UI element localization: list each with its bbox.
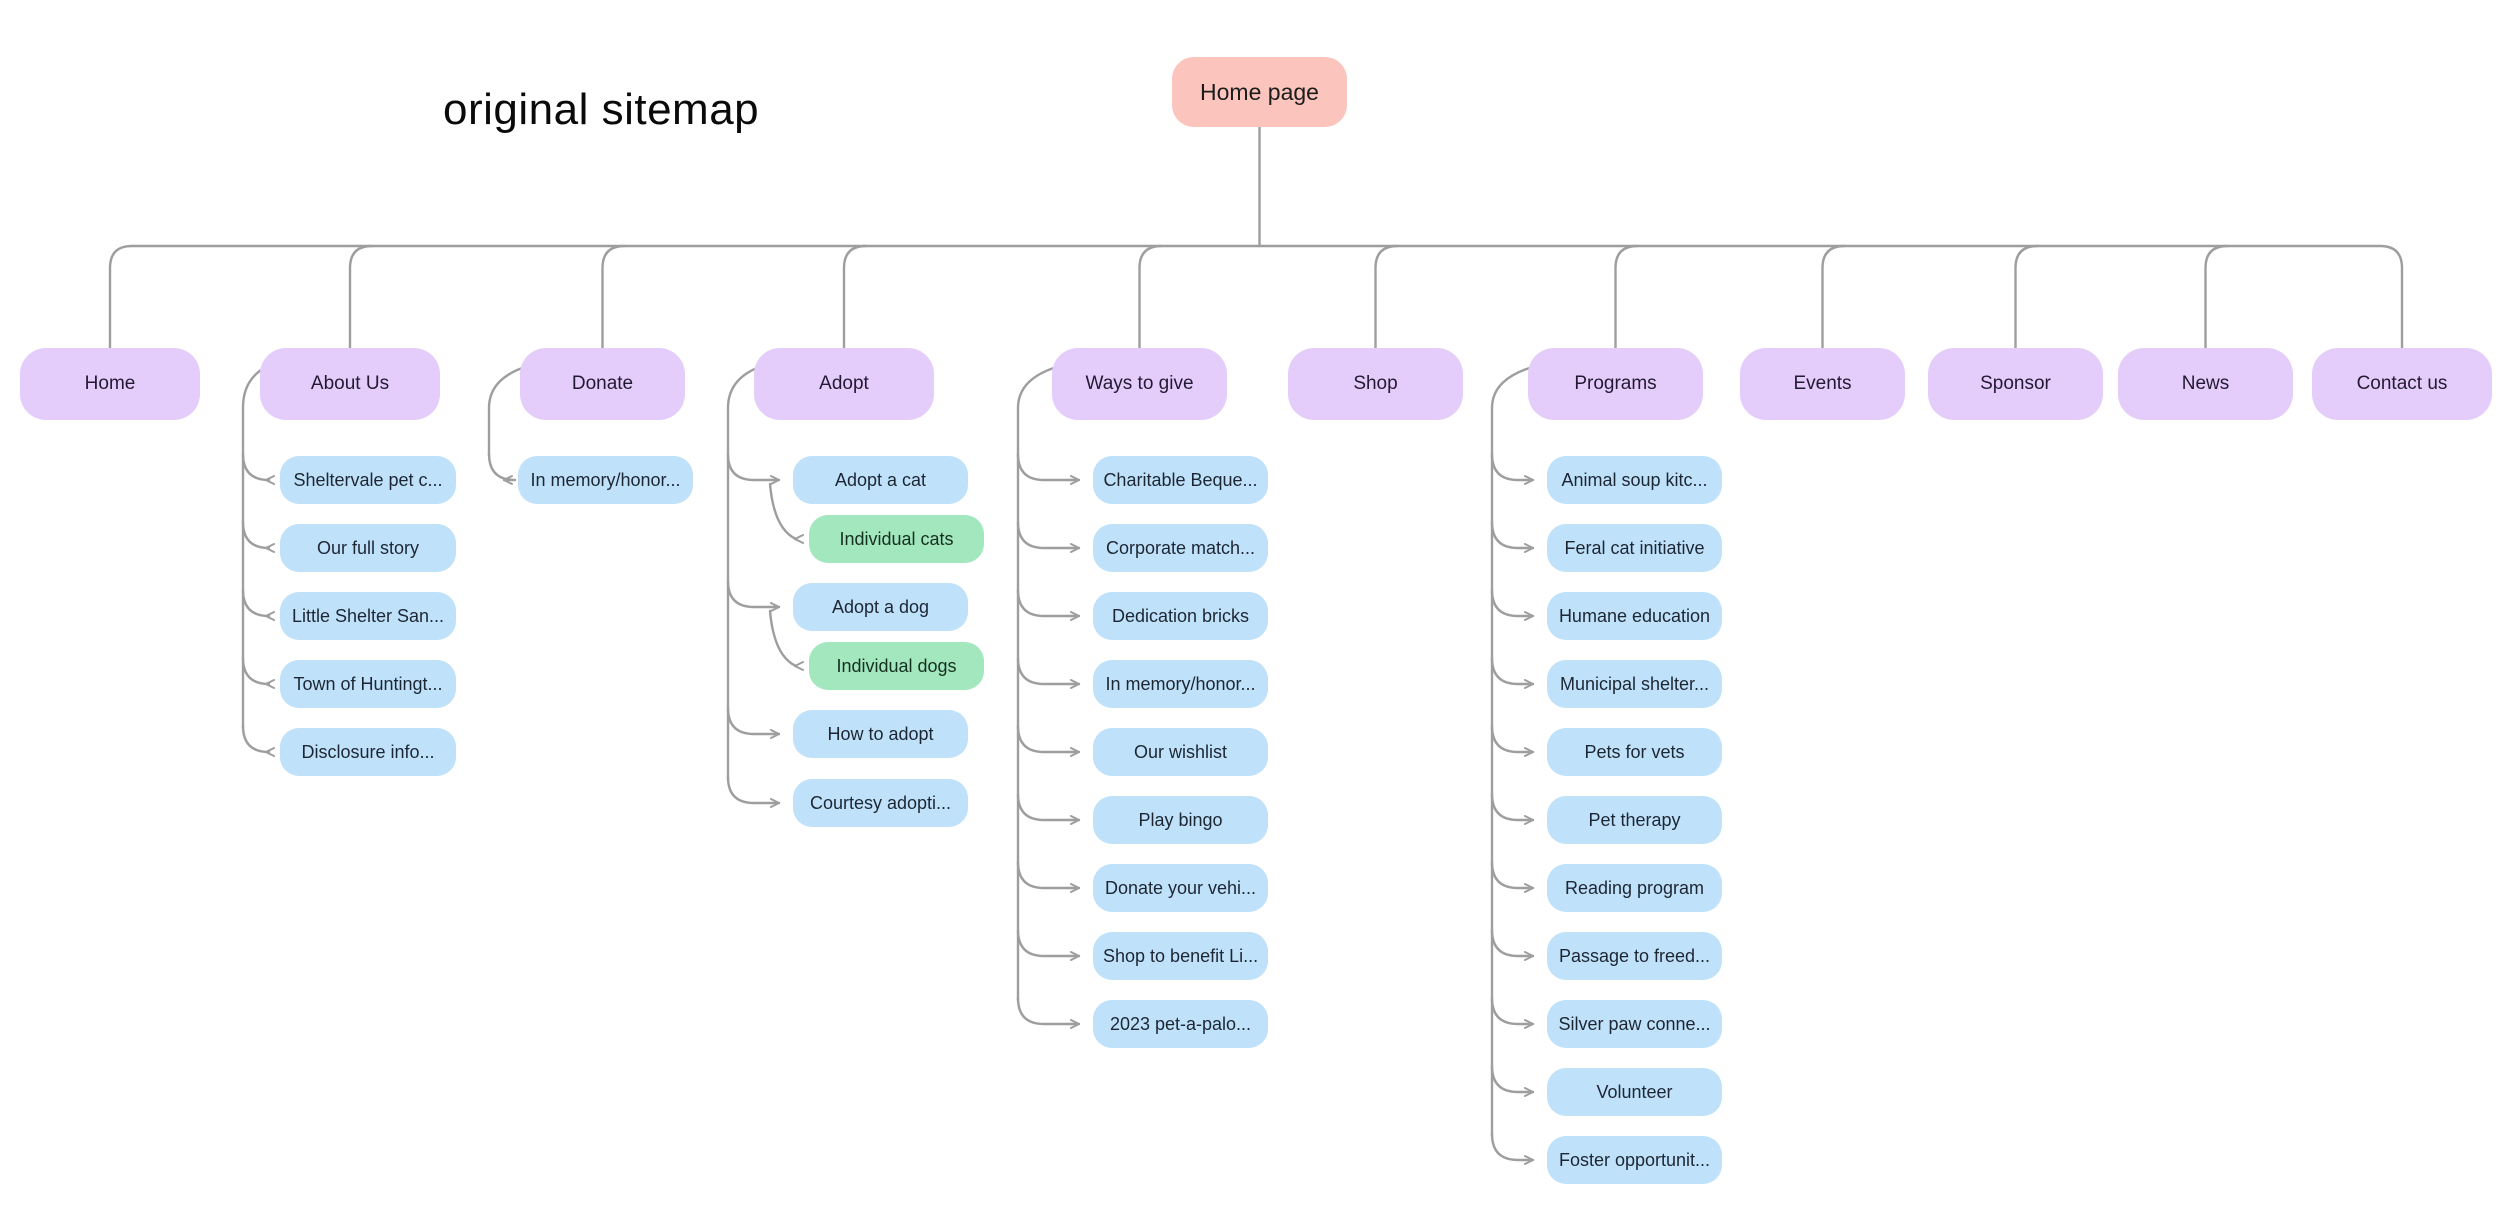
top-node-contact-us[interactable]: Contact us: [2312, 348, 2492, 420]
node-label: Home: [84, 373, 136, 395]
node-label: Silver paw conne...: [1558, 1013, 1711, 1034]
top-node-events[interactable]: Events: [1740, 348, 1905, 420]
node-label: Our full story: [316, 537, 420, 558]
node-label: Individual dogs: [836, 655, 957, 676]
node-label: Adopt a dog: [831, 596, 930, 617]
node-label: Events: [1793, 373, 1852, 395]
child-node-pet-therapy[interactable]: Pet therapy: [1547, 796, 1722, 844]
node-label: Charitable Beque...: [1103, 469, 1258, 490]
node-label: Donate your vehi...: [1104, 877, 1257, 898]
child-node-our-full-story[interactable]: Our full story: [280, 524, 456, 572]
node-label: Volunteer: [1596, 1081, 1673, 1102]
node-label: Sponsor: [1980, 373, 2051, 395]
node-label: Individual cats: [839, 528, 954, 549]
child-node-disclosure-info[interactable]: Disclosure info...: [280, 728, 456, 776]
node-label: Pet therapy: [1588, 809, 1681, 830]
node-label: Shop to benefit Li...: [1103, 945, 1259, 966]
child-node-individual-cats[interactable]: Individual cats: [809, 515, 984, 563]
child-node-little-shelter-san[interactable]: Little Shelter San...: [280, 592, 456, 640]
top-node-sponsor[interactable]: Sponsor: [1928, 348, 2103, 420]
child-node-municipal-shelter[interactable]: Municipal shelter...: [1547, 660, 1722, 708]
child-node-silver-paw-conne[interactable]: Silver paw conne...: [1547, 1000, 1722, 1048]
node-label: Pets for vets: [1584, 741, 1685, 762]
child-node-animal-soup-kitc[interactable]: Animal soup kitc...: [1547, 456, 1722, 504]
node-label: Our wishlist: [1133, 741, 1227, 762]
child-node-individual-dogs[interactable]: Individual dogs: [809, 642, 984, 690]
node-label: How to adopt: [827, 723, 934, 744]
child-node-corporate-match[interactable]: Corporate match...: [1093, 524, 1268, 572]
node-label: Foster opportunit...: [1558, 1149, 1711, 1170]
node-label: Adopt: [819, 373, 869, 395]
node-label: Municipal shelter...: [1559, 673, 1710, 694]
child-node-courtesy-adopti[interactable]: Courtesy adopti...: [793, 779, 968, 827]
child-node-town-of-huntingt[interactable]: Town of Huntingt...: [280, 660, 456, 708]
child-node-volunteer[interactable]: Volunteer: [1547, 1068, 1722, 1116]
root-node-home-page[interactable]: Home page: [1172, 57, 1347, 127]
node-label: Animal soup kitc...: [1561, 469, 1708, 490]
node-label: Corporate match...: [1105, 537, 1256, 558]
child-node-donate-your-vehi[interactable]: Donate your vehi...: [1093, 864, 1268, 912]
node-label: Feral cat initiative: [1564, 537, 1705, 558]
top-node-ways-to-give[interactable]: Ways to give: [1052, 348, 1227, 420]
top-node-about-us[interactable]: About Us: [260, 348, 440, 420]
child-node-humane-education[interactable]: Humane education: [1547, 592, 1722, 640]
top-node-news[interactable]: News: [2118, 348, 2293, 420]
node-label: In memory/honor...: [530, 469, 681, 490]
child-node-in-memory-honor[interactable]: In memory/honor...: [518, 456, 693, 504]
node-label: Little Shelter San...: [291, 605, 445, 626]
child-node-adopt-a-cat[interactable]: Adopt a cat: [793, 456, 968, 504]
node-label: Home page: [1200, 78, 1319, 105]
node-label: Contact us: [2356, 373, 2448, 395]
node-label: Reading program: [1564, 877, 1705, 898]
node-label: Adopt a cat: [834, 469, 927, 490]
node-label: In memory/honor...: [1105, 673, 1256, 694]
node-label: About Us: [310, 373, 390, 395]
node-label: Town of Huntingt...: [293, 673, 443, 694]
child-node-charitable-beque[interactable]: Charitable Beque...: [1093, 456, 1268, 504]
child-node-sheltervale-pet-c[interactable]: Sheltervale pet c...: [280, 456, 456, 504]
node-label: Courtesy adopti...: [809, 792, 952, 813]
node-label: Disclosure info...: [301, 741, 435, 762]
child-node-reading-program[interactable]: Reading program: [1547, 864, 1722, 912]
node-label: Shop: [1353, 373, 1398, 395]
node-label: Donate: [571, 373, 634, 395]
child-node-our-wishlist[interactable]: Our wishlist: [1093, 728, 1268, 776]
child-node-in-memory-honor[interactable]: In memory/honor...: [1093, 660, 1268, 708]
child-node-pets-for-vets[interactable]: Pets for vets: [1547, 728, 1722, 776]
node-label: Humane education: [1558, 605, 1711, 626]
page-title: original sitemap: [443, 85, 760, 134]
node-label: 2023 pet-a-palo...: [1109, 1013, 1252, 1034]
child-node-foster-opportunit[interactable]: Foster opportunit...: [1547, 1136, 1722, 1184]
node-label: Sheltervale pet c...: [293, 469, 443, 490]
child-node-dedication-bricks[interactable]: Dedication bricks: [1093, 592, 1268, 640]
child-node-2023-pet-a-palo[interactable]: 2023 pet-a-palo...: [1093, 1000, 1268, 1048]
top-node-programs[interactable]: Programs: [1528, 348, 1703, 420]
top-node-shop[interactable]: Shop: [1288, 348, 1463, 420]
node-label: Passage to freed...: [1558, 945, 1711, 966]
node-label: Programs: [1574, 373, 1657, 395]
child-node-shop-to-benefit-li[interactable]: Shop to benefit Li...: [1093, 932, 1268, 980]
top-node-home[interactable]: Home: [20, 348, 200, 420]
top-node-adopt[interactable]: Adopt: [754, 348, 934, 420]
child-node-how-to-adopt[interactable]: How to adopt: [793, 710, 968, 758]
child-node-passage-to-freed[interactable]: Passage to freed...: [1547, 932, 1722, 980]
child-node-adopt-a-dog[interactable]: Adopt a dog: [793, 583, 968, 631]
node-label: Dedication bricks: [1111, 605, 1250, 626]
child-node-play-bingo[interactable]: Play bingo: [1093, 796, 1268, 844]
top-node-donate[interactable]: Donate: [520, 348, 685, 420]
node-label: Play bingo: [1138, 809, 1223, 830]
node-label: News: [2181, 373, 2230, 395]
child-node-feral-cat-initiative[interactable]: Feral cat initiative: [1547, 524, 1722, 572]
node-label: Ways to give: [1085, 373, 1194, 395]
